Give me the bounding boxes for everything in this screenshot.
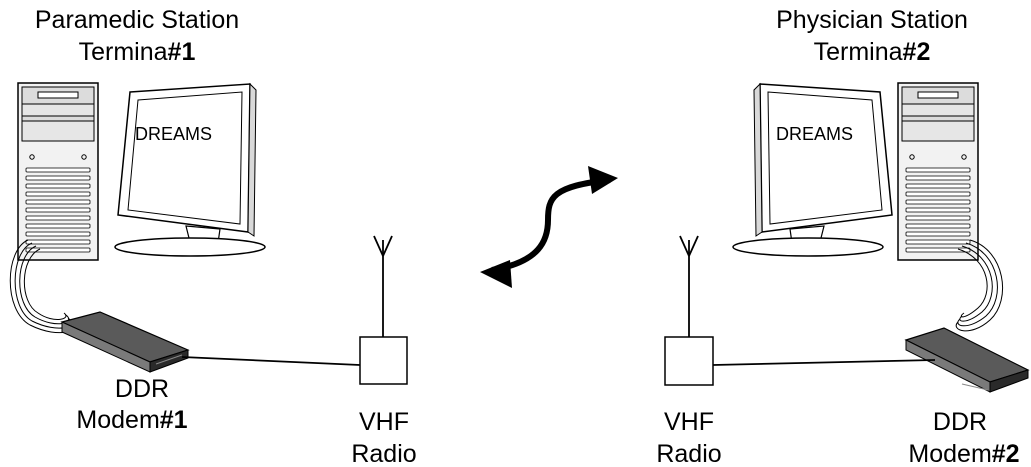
left-radio-box-icon (359, 336, 408, 385)
left-terminal-label: Termina#1 (79, 38, 196, 66)
left-modem-label-1: DDR (115, 375, 169, 403)
wireless-link-arrow-icon (480, 166, 618, 288)
vent-slat (25, 231, 91, 237)
left-radio-label-2: Radio (351, 440, 416, 467)
left-terminal-prefix: Termina (79, 38, 168, 66)
right-radio-modem-link (712, 359, 936, 366)
vent-slat (905, 191, 971, 197)
left-modem-icon (60, 311, 190, 373)
right-station-title: Physician Station (776, 6, 968, 34)
left-computer-tower-icon (17, 82, 99, 261)
vent-slat (905, 215, 971, 221)
left-terminal-suffix: #1 (168, 38, 196, 66)
right-computer-tower-icon (897, 82, 979, 261)
vent-slat (905, 207, 971, 213)
vent-slat (25, 191, 91, 197)
left-antenna-icon (373, 235, 393, 337)
vent-slat (25, 183, 91, 189)
vent-slat (25, 199, 91, 205)
left-modem-prefix: Modem (76, 406, 159, 434)
vent-slat (25, 239, 91, 245)
right-monitor-icon: DREAMS (732, 82, 893, 257)
vent-slat (25, 167, 91, 173)
vent-slat (905, 247, 971, 253)
vent-slat (905, 223, 971, 229)
vent-slat (905, 231, 971, 237)
right-modem-suffix: #2 (992, 440, 1020, 467)
vent-slat (905, 175, 971, 181)
left-station: Paramedic Station Termina#1 DR (9, 6, 417, 467)
vent-slat (905, 167, 971, 173)
vent-slat (905, 199, 971, 205)
left-station-title: Paramedic Station (35, 6, 239, 34)
left-tower-vents (25, 167, 91, 253)
right-radio-label-2: Radio (656, 440, 721, 467)
right-tower-vents (905, 167, 971, 253)
right-terminal-label: Termina#2 (814, 38, 931, 66)
vent-slat (25, 223, 91, 229)
right-station: Physician Station Termina#2 DREAMS (656, 6, 1030, 467)
left-modem-radio-link (181, 356, 361, 366)
right-terminal-suffix: #2 (903, 38, 931, 66)
right-modem-label-1: DDR (933, 408, 987, 436)
right-modem-label-2: Modem#2 (908, 440, 1019, 467)
left-modem-suffix: #1 (160, 406, 188, 434)
right-terminal-prefix: Termina (814, 38, 903, 66)
vent-slat (25, 215, 91, 221)
vent-slat (905, 239, 971, 245)
right-radio-box-icon (664, 336, 714, 386)
right-antenna-icon (679, 235, 699, 337)
right-cable-coil (955, 239, 1004, 332)
right-modem-prefix: Modem (908, 440, 991, 467)
vent-slat (25, 175, 91, 181)
left-monitor-icon: DREAMS (114, 82, 266, 257)
vent-slat (25, 247, 91, 253)
left-radio-label-1: VHF (359, 408, 409, 436)
vent-slat (905, 183, 971, 189)
right-monitor-text: DREAMS (776, 124, 853, 144)
left-modem-label-2: Modem#1 (76, 406, 187, 434)
right-modem-icon (904, 327, 1030, 393)
right-radio-label-1: VHF (664, 408, 714, 436)
left-monitor-text: DREAMS (135, 124, 212, 144)
vent-slat (25, 207, 91, 213)
